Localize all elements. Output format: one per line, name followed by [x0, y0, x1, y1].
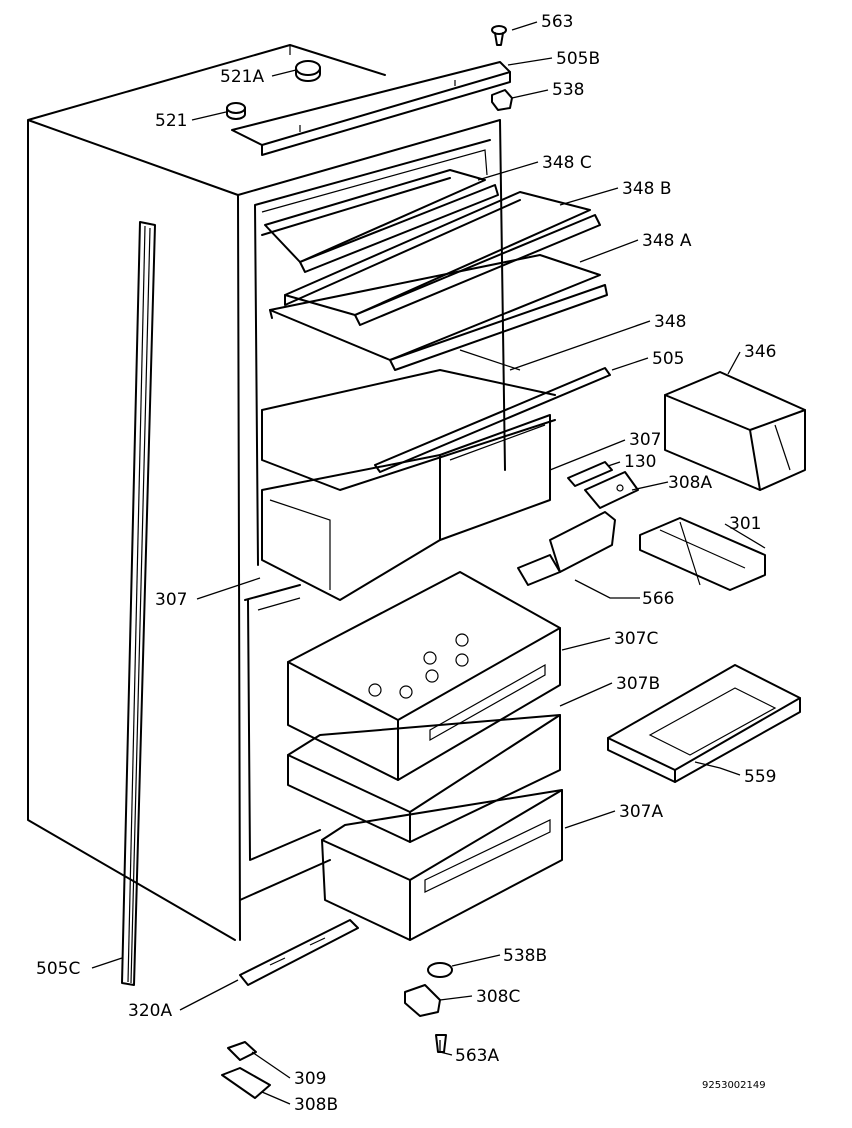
- part-505B-top-cover: [231, 61, 511, 156]
- label-308A: 308A: [668, 473, 712, 493]
- part-307A-drawer: [321, 789, 563, 941]
- label-538B: 538B: [503, 946, 547, 966]
- label-309: 309: [294, 1069, 326, 1089]
- part-307C-drawer: [287, 571, 561, 781]
- label-307B: 307B: [616, 674, 660, 694]
- label-346: 346: [744, 342, 776, 362]
- label-307-right: 307: [629, 430, 661, 450]
- part-538-clip: [491, 89, 513, 111]
- label-566: 566: [642, 589, 674, 609]
- label-308C: 308C: [476, 987, 520, 1007]
- label-130: 130: [624, 452, 656, 472]
- part-labels: 563 505B 521A 538 521 348 C 348 B 348 A …: [36, 12, 776, 1115]
- leader-lines: [91, 21, 766, 1105]
- part-348-shelf-line: [459, 349, 521, 371]
- label-538: 538: [552, 80, 584, 100]
- part-130-bracket: [567, 461, 613, 487]
- part-320A-rail: [239, 919, 359, 986]
- label-348: 348: [654, 312, 686, 332]
- document-number: 9253002149: [702, 1080, 766, 1091]
- label-505: 505: [652, 349, 684, 369]
- part-307B-drawer: [287, 714, 561, 843]
- label-559: 559: [744, 767, 776, 787]
- part-308C-hinge: [404, 984, 441, 1017]
- label-307C: 307C: [614, 629, 658, 649]
- part-348C-shelf: [261, 169, 499, 273]
- label-521: 521: [155, 111, 187, 131]
- label-320A: 320A: [128, 1001, 172, 1021]
- label-563A: 563A: [455, 1046, 499, 1066]
- part-521A-button: [295, 60, 321, 82]
- part-505C-gasket: [121, 221, 156, 986]
- cabinet-body: [27, 44, 506, 941]
- part-346-door-bin: [664, 371, 806, 491]
- label-521A: 521A: [220, 67, 264, 87]
- part-348B-shelf: [284, 191, 601, 326]
- label-348A: 348 A: [642, 231, 692, 251]
- label-308B: 308B: [294, 1095, 338, 1115]
- label-505B: 505B: [556, 49, 600, 69]
- label-307A: 307A: [619, 802, 663, 822]
- part-309-cap: [227, 1041, 257, 1061]
- label-563: 563: [541, 12, 573, 32]
- part-308A-hinge: [584, 471, 639, 509]
- part-308B-hinge: [221, 1067, 271, 1099]
- part-348A-shelf: [269, 254, 608, 371]
- part-505-rail: [261, 367, 611, 491]
- label-348C: 348 C: [542, 153, 592, 173]
- label-307-left: 307: [155, 590, 187, 610]
- part-301-ice-tray: [639, 517, 766, 591]
- label-301: 301: [729, 514, 761, 534]
- part-559-cold-pack: [607, 664, 801, 783]
- part-566-scraper: [517, 511, 616, 586]
- part-521-button: [226, 102, 246, 120]
- part-538B-cap: [427, 962, 453, 978]
- label-505C: 505C: [36, 959, 80, 979]
- part-307-upper-drawers: [261, 414, 551, 601]
- part-563A-screw: [435, 1034, 447, 1053]
- part-563-screw: [491, 25, 507, 46]
- label-348B: 348 B: [622, 179, 672, 199]
